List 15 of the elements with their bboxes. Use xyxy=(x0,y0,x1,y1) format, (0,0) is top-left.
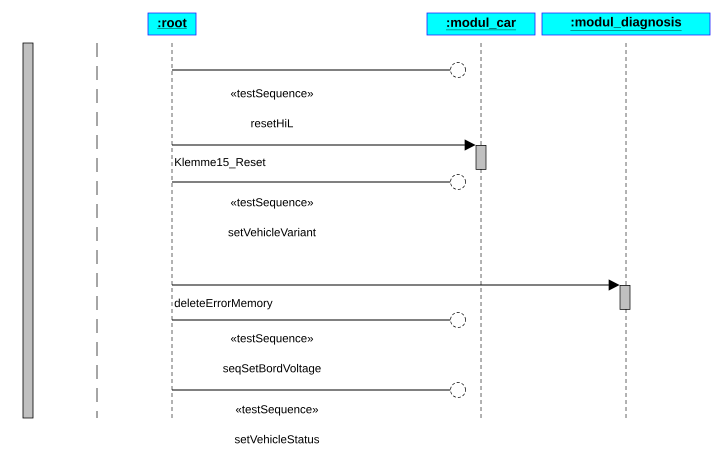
message-label: «testSequence» setVehicleStatus xyxy=(234,405,320,444)
activation-bar xyxy=(476,145,486,170)
lifeline-header: :modul_car xyxy=(426,12,536,36)
message-label: «testSequence» seqSetBordVoltage xyxy=(223,334,321,375)
interface-circle xyxy=(450,382,466,398)
message-label: «testSequence» resetHiL xyxy=(230,89,314,128)
activation-bar xyxy=(620,285,630,310)
message-label: Klemme15_Reset xyxy=(175,158,266,168)
lifeline-header: :root xyxy=(148,12,196,36)
lifeline-header: :modul_diagnosis xyxy=(542,12,710,36)
interface-circle xyxy=(450,62,466,78)
interface-circle xyxy=(450,174,466,190)
message-label: «testSequence» setVehicleVariant xyxy=(228,198,316,236)
interface-circle xyxy=(450,312,466,328)
message-label: deleteErrorMemory xyxy=(174,298,273,310)
